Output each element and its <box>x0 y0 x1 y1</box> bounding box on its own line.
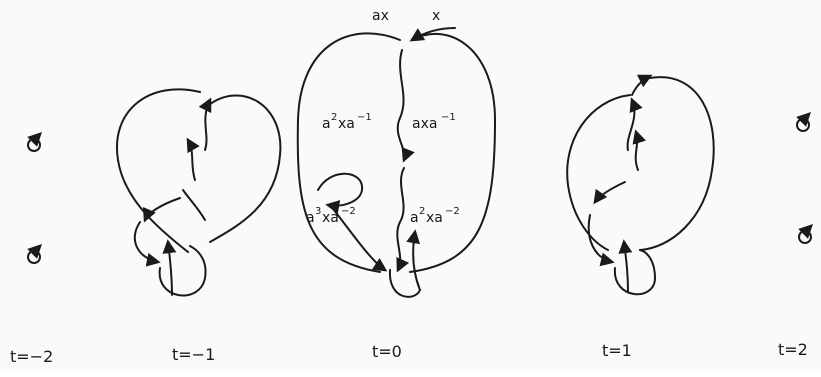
svg-text:a: a <box>306 210 315 226</box>
band-lower-right-up <box>406 229 421 291</box>
frame-t-0: ax x a 2 xa −1 axa −1 a 3 xa −2 a 2 xa −… <box>296 8 496 298</box>
svg-text:axa: axa <box>412 116 437 132</box>
knot-bottom-loop <box>158 245 207 297</box>
label-a2xa-2: a 2 xa −2 <box>410 206 460 226</box>
caption-t-minus-1: t=−1 <box>172 345 215 364</box>
band-outer-right <box>409 33 496 273</box>
svg-text:xa: xa <box>322 210 339 226</box>
knot-twist-mid <box>632 129 646 171</box>
svg-text:a: a <box>322 116 331 132</box>
svg-text:3: 3 <box>315 206 321 217</box>
svg-text:a: a <box>410 210 419 226</box>
small-circle-upper <box>27 132 42 152</box>
label-axa-1: axa −1 <box>412 112 456 132</box>
frame-t-minus-1 <box>115 88 282 297</box>
svg-text:xa: xa <box>338 116 355 132</box>
svg-text:−1: −1 <box>441 112 456 123</box>
label-a3xa-2: a 3 xa −2 <box>306 206 356 226</box>
band-bottom-loop <box>388 269 421 298</box>
frame-t-1 <box>566 74 715 296</box>
knot-outer-loop <box>204 94 282 243</box>
band-left-loop <box>317 172 364 214</box>
band-top-arrow <box>409 27 456 42</box>
svg-text:xa: xa <box>426 210 443 226</box>
svg-text:−2: −2 <box>341 206 356 217</box>
label-x: x <box>432 8 440 24</box>
band-center-lower <box>396 167 410 273</box>
knot-twist-upper <box>198 97 212 151</box>
knot-top-arrow <box>631 74 653 96</box>
knot-outer-right <box>639 76 715 251</box>
knot-left-lobe <box>115 88 201 253</box>
knot-cross-left <box>593 181 626 205</box>
knot-bottom-up <box>618 239 633 293</box>
small-circle-lower <box>798 224 813 244</box>
knot-twist-cross <box>182 189 206 221</box>
small-circle-upper <box>796 112 811 132</box>
knot-left-arc <box>142 197 181 223</box>
knot-twist-mid <box>186 137 200 181</box>
band-lower-left <box>329 204 388 272</box>
band-center-upper <box>396 49 415 163</box>
small-circle-lower <box>27 244 42 264</box>
label-ax: ax <box>372 8 389 24</box>
svg-text:2: 2 <box>331 112 337 123</box>
svg-text:2: 2 <box>419 206 425 217</box>
band-outer-left <box>296 32 401 273</box>
label-a2xa-1: a 2 xa −1 <box>322 112 372 132</box>
frame-t-2 <box>796 112 813 244</box>
caption-t-2: t=2 <box>778 340 808 359</box>
caption-t-1: t=1 <box>602 341 632 360</box>
knot-lower-left <box>587 214 615 267</box>
caption-t-0: t=0 <box>372 342 402 361</box>
knot-bottom-up <box>162 239 177 296</box>
svg-text:−1: −1 <box>357 112 372 123</box>
caption-t-minus-2: t=−2 <box>10 347 53 366</box>
knot-bottom-loop <box>613 249 656 296</box>
frame-t-minus-2 <box>27 132 42 264</box>
knot-twist-upper <box>626 97 643 151</box>
knot-lower-left <box>133 221 161 267</box>
svg-text:−2: −2 <box>445 206 460 217</box>
knot-outer-left <box>566 94 631 251</box>
